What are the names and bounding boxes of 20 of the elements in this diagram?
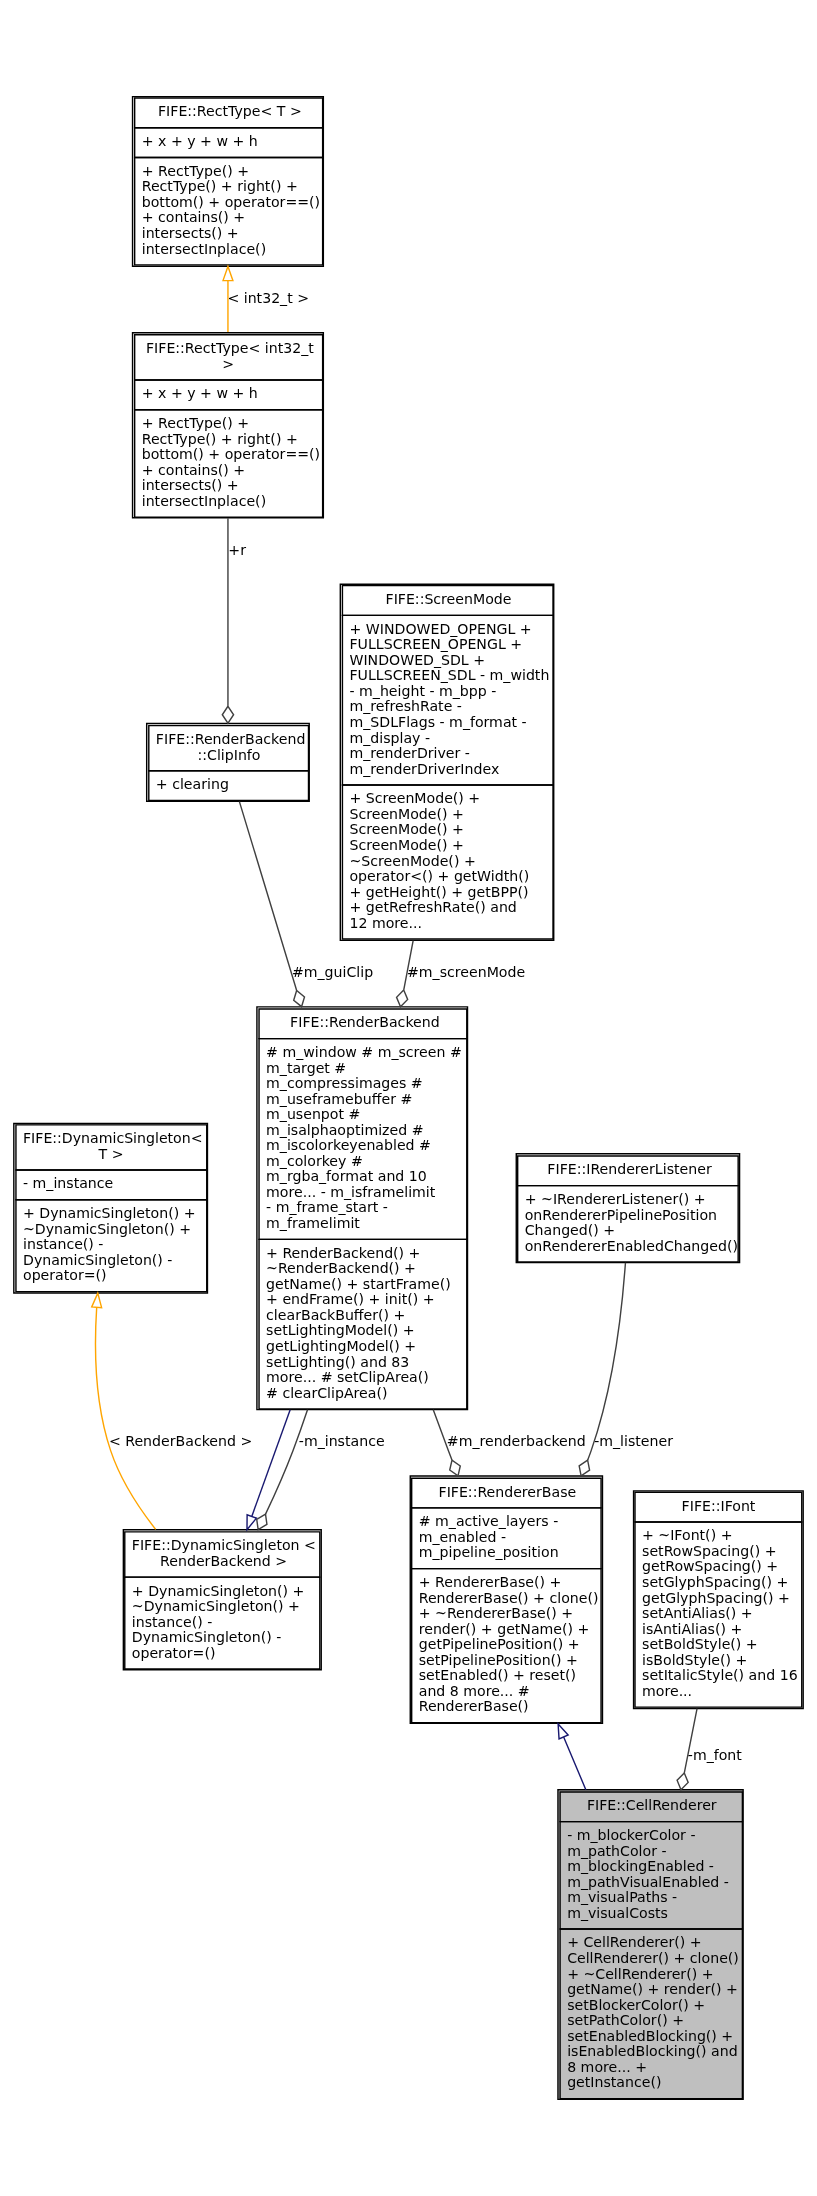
edge-label: #m_renderbackend bbox=[446, 1433, 586, 1450]
edge-label: -m_font bbox=[687, 1747, 742, 1764]
edge-label: +r bbox=[228, 541, 246, 558]
connector bbox=[578, 1262, 627, 1477]
connector bbox=[238, 800, 306, 1008]
edge-label: < RenderBackend > bbox=[108, 1433, 253, 1450]
connector bbox=[255, 1409, 309, 1531]
arrow bbox=[246, 1409, 291, 1532]
arrow bbox=[90, 1291, 157, 1531]
edge-label: #m_guiClip bbox=[291, 964, 374, 981]
connector bbox=[395, 939, 414, 1008]
arrow bbox=[222, 264, 234, 333]
arrow bbox=[557, 1721, 587, 1791]
edge-label: #m_screenMode bbox=[407, 964, 526, 981]
edge-label: -m_instance bbox=[298, 1433, 385, 1450]
connector bbox=[676, 1707, 698, 1791]
edge-label: < int32_t > bbox=[227, 290, 310, 306]
connector bbox=[432, 1409, 462, 1478]
edge-label: -m_listener bbox=[594, 1433, 673, 1450]
connector bbox=[221, 517, 235, 725]
